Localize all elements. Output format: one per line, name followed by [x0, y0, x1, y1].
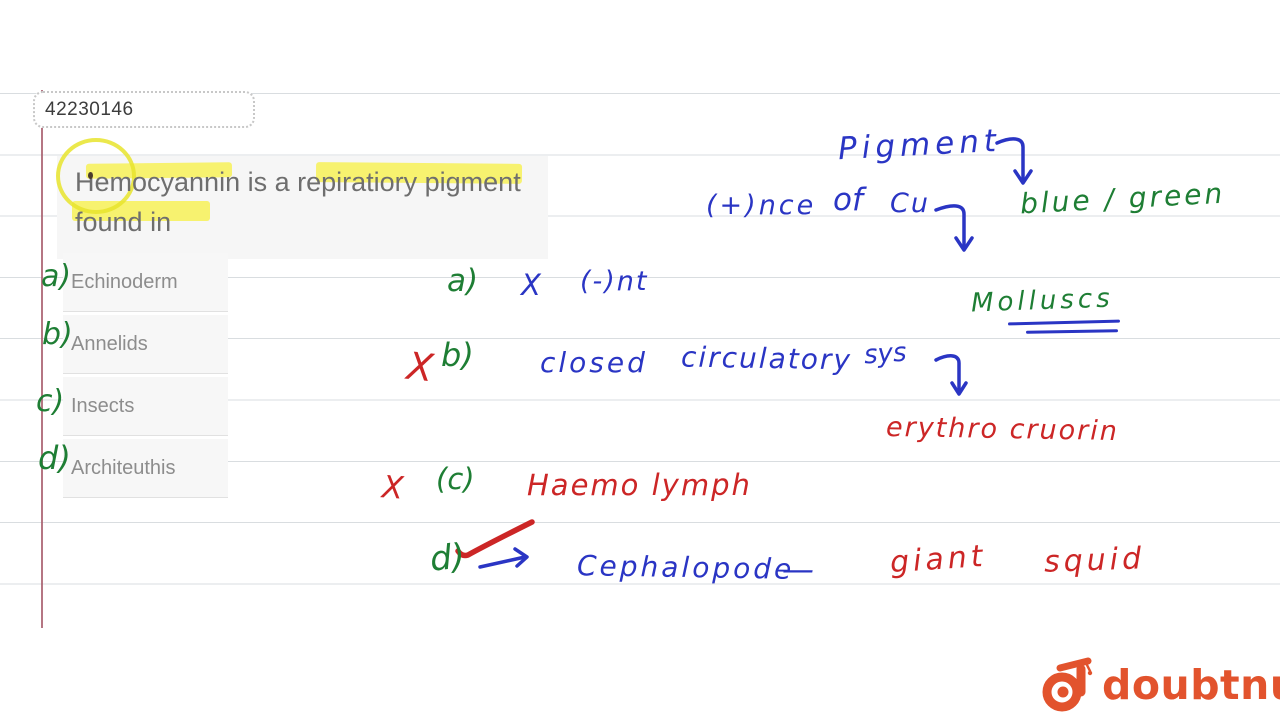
down-arrow-icon [995, 137, 1033, 185]
question-line-2: found in [75, 207, 172, 237]
doubtnut-logo: doubtnut [1038, 655, 1280, 715]
pen-cursor [88, 172, 93, 179]
note-presence: (+)nce [706, 190, 817, 221]
note-squid: squid [1043, 541, 1146, 580]
hw-option-mark-d: d) [38, 439, 71, 477]
option-row-b[interactable]: Annelids [63, 315, 228, 374]
note-molluscs: Molluscs [970, 283, 1115, 319]
option-row-c[interactable]: Insects [63, 377, 228, 436]
highlight-circle [56, 138, 136, 214]
question-id: 42230146 [45, 98, 134, 120]
option-label: Insects [71, 394, 135, 417]
question-id-box: 42230146 [33, 91, 255, 128]
question-text: Hemocyannin is a repiratiory pigment fou… [75, 162, 521, 242]
note-circulatory: circulatory [680, 340, 853, 377]
hw-option-mark-c: c) [36, 384, 65, 419]
note-a-mark: a) [447, 263, 479, 299]
note-absent: (-)nt [580, 266, 649, 297]
molluscs-underline-2 [1025, 329, 1119, 334]
down-arrow-icon [934, 204, 974, 252]
note-c-mark: (c) [436, 462, 475, 496]
margin-line [41, 90, 43, 628]
hw-option-mark-a: a) [41, 259, 72, 294]
note-haemolymph: Haemo lymph [527, 468, 752, 502]
option-row-d[interactable]: Architeuthis [63, 439, 228, 498]
note-a-cross: X [521, 268, 541, 302]
down-arrow-icon [934, 354, 968, 396]
red-check-icon [455, 519, 535, 559]
note-b-mark: b) [441, 336, 474, 374]
note-dash: — [782, 550, 814, 588]
note-of: of [833, 182, 863, 218]
molluscs-underline-1 [1007, 319, 1121, 326]
note-c-cross: X [380, 469, 405, 507]
note-cu: Cu [890, 188, 930, 219]
note-erythrocruorin: erythro cruorin [885, 411, 1120, 448]
note-closed: closed [540, 346, 648, 379]
note-pigment: Pigment [837, 122, 1002, 168]
right-arrow-icon [478, 547, 529, 569]
note-cephalopode: Cephalopode [576, 549, 795, 586]
option-label: Echinoderm [71, 270, 178, 293]
question-line-1: Hemocyannin is a repiratiory pigment [75, 167, 521, 197]
note-sys: sys [863, 337, 908, 371]
option-label: Annelids [71, 332, 148, 355]
doubtnut-logo-icon [1042, 657, 1093, 712]
note-d-mark: d) [428, 536, 467, 580]
note-giant: giant [888, 538, 988, 581]
option-label: Architeuthis [71, 456, 176, 479]
note-b-cross: X [404, 343, 436, 391]
note-blue-green: blue / green [1019, 176, 1226, 221]
hw-option-mark-b: b) [42, 317, 73, 352]
doubtnut-logo-text: doubtnut [1102, 661, 1280, 709]
option-row-a[interactable]: Echinoderm [63, 253, 228, 312]
